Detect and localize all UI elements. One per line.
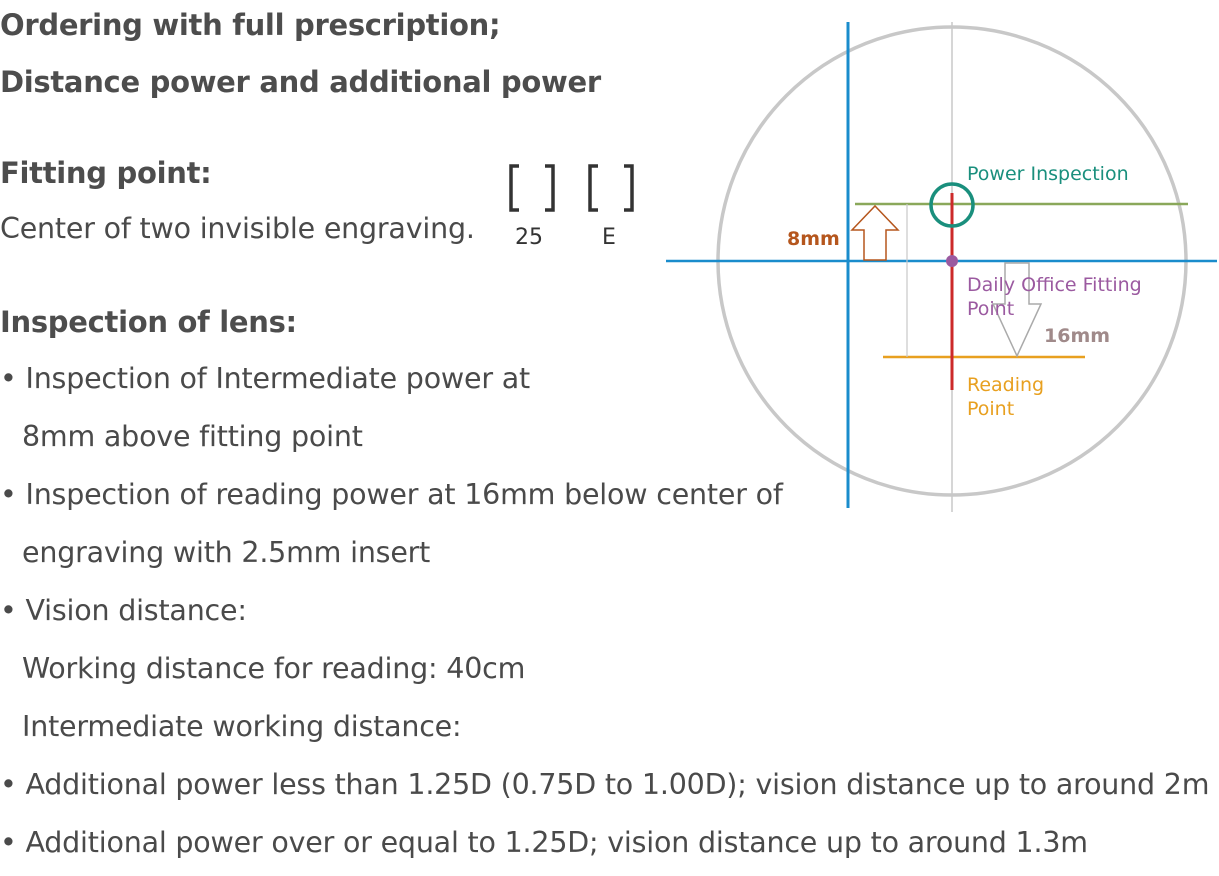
engraving-right-label: E — [602, 225, 616, 250]
dist-8mm-label: 8mm — [787, 228, 840, 250]
bullet-marker: • — [0, 594, 17, 627]
power-inspection-label: Power Inspection — [967, 163, 1129, 185]
power-inspection-circle — [929, 182, 975, 228]
bullet-marker: • — [0, 768, 17, 801]
reading-point-label-line-1: Reading — [967, 374, 1044, 396]
fitting-point-label-line-1: Daily Office Fitting — [967, 274, 1142, 296]
engraving-left-label: 25 — [515, 225, 543, 250]
inspection-item-2-line-1: Inspection of reading power at 16mm belo… — [25, 478, 783, 511]
reading-point-label-line-2: Point — [967, 398, 1014, 420]
bullet-marker: • — [0, 826, 17, 859]
arrow-down-16mm-icon — [991, 262, 1043, 358]
inspection-item-2-line-2: engraving with 2.5mm insert — [22, 536, 431, 569]
engraving-left-bracket-icon — [509, 164, 555, 212]
fitting-point-dot — [946, 255, 958, 267]
heading-line-2: Distance power and additional power — [0, 65, 601, 99]
inspection-item-4-line-1: Additional power less than 1.25D (0.75D … — [25, 768, 1210, 801]
inspection-item-4: • Additional power less than 1.25D (0.75… — [0, 768, 1209, 801]
heading-line-1: Ordering with full prescription; — [0, 8, 501, 42]
inspection-item-1-line-1: Inspection of Intermediate power at — [25, 362, 530, 395]
arrow-up-8mm-icon — [850, 204, 900, 261]
inspection-item-5-line-1: Additional power over or equal to 1.25D;… — [25, 826, 1088, 859]
inspection-item-5: • Additional power over or equal to 1.25… — [0, 826, 1088, 859]
bullet-marker: • — [0, 478, 17, 511]
inspection-item-1: • Inspection of Intermediate power at — [0, 362, 530, 395]
inspection-item-3-line-1: Vision distance: — [25, 594, 247, 627]
inspection-item-1-line-2: 8mm above fitting point — [22, 420, 363, 453]
dist-16mm-label: 16mm — [1044, 325, 1110, 347]
inspection-item-2: • Inspection of reading power at 16mm be… — [0, 478, 783, 511]
fitting-point-title: Fitting point: — [0, 156, 212, 190]
fitting-point-description: Center of two invisible engraving. — [0, 212, 475, 245]
fitting-point-label-line-2: Point — [967, 298, 1014, 320]
engraving-right-bracket-icon — [588, 164, 634, 212]
inspection-item-3-line-2: Working distance for reading: 40cm — [22, 652, 526, 685]
inspection-title: Inspection of lens: — [0, 305, 297, 339]
inspection-item-3-line-3: Intermediate working distance: — [22, 710, 462, 743]
bullet-marker: • — [0, 362, 17, 395]
inspection-item-3: • Vision distance: — [0, 594, 247, 627]
